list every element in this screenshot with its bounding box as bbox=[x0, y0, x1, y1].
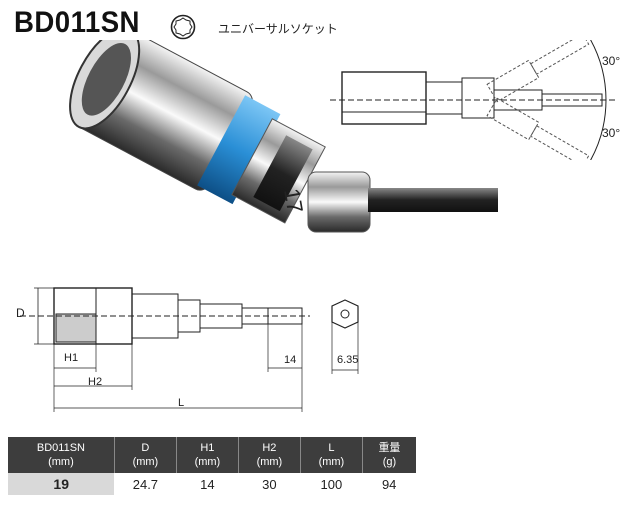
lower-angle-label: 30° bbox=[602, 126, 621, 140]
dim-shank-length-label: 14 bbox=[284, 354, 297, 366]
table-row: 19 24.7 14 30 100 94 bbox=[8, 473, 416, 495]
table-header-cell: 重量 (g) bbox=[362, 437, 416, 473]
dim-d-label: D bbox=[16, 306, 25, 320]
dim-l-label: L bbox=[178, 397, 185, 409]
table-cell: 30 bbox=[262, 476, 277, 492]
spec-table: BD011SN (mm) D (mm) H1 (mm) H2 (mm) L (mm) 重量 (g) 1… bbox=[8, 437, 416, 495]
header-line1: H1 bbox=[200, 442, 215, 454]
header-line1: D bbox=[141, 442, 150, 454]
dim-h1-label: H1 bbox=[64, 352, 79, 364]
table-header-cell: H2 (mm) bbox=[238, 437, 301, 473]
table-header-cell: H1 (mm) bbox=[176, 437, 239, 473]
table-header-cell: BD011SN (mm) bbox=[8, 437, 115, 473]
photo-marking: 17 bbox=[279, 187, 308, 215]
header-line2: (mm) bbox=[318, 456, 345, 468]
header-line2: (mm) bbox=[48, 456, 74, 468]
table-cell: 100 bbox=[320, 476, 343, 492]
header-line1: H2 bbox=[262, 442, 277, 454]
upper-angle-label: 30° bbox=[602, 54, 621, 68]
product-type-label: ユニバーサルソケット bbox=[218, 22, 338, 36]
header-line1: 重量 bbox=[378, 442, 401, 454]
table-cell: 24.7 bbox=[132, 476, 159, 492]
dim-h2-label: H2 bbox=[88, 376, 103, 388]
table-cell: 94 bbox=[381, 476, 397, 492]
table-header-cell: D (mm) bbox=[114, 437, 177, 473]
table-cell: 14 bbox=[200, 476, 215, 492]
header-line2: (mm) bbox=[132, 456, 159, 468]
dimension-drawing bbox=[20, 287, 359, 412]
table-header-row: BD011SN (mm) D (mm) H1 (mm) H2 (mm) L (mm) 重量 (g) bbox=[8, 437, 416, 473]
12-point-socket-icon bbox=[170, 14, 196, 40]
header-line2: (mm) bbox=[194, 456, 221, 468]
header-line1: L bbox=[328, 442, 335, 454]
header-line2: (mm) bbox=[256, 456, 283, 468]
table-body: 19 24.7 14 30 100 94 bbox=[8, 473, 416, 495]
header-line2: (g) bbox=[382, 456, 397, 468]
product-title: BD011SN bbox=[14, 6, 140, 39]
swing-angle-diagram bbox=[330, 40, 615, 160]
dim-hex-size-label: 6.35 bbox=[337, 354, 359, 366]
product-photo: 17 bbox=[69, 40, 498, 233]
header-line1: BD011SN bbox=[36, 442, 85, 454]
table-header-cell: L (mm) bbox=[300, 437, 363, 473]
table-cell: 19 bbox=[8, 473, 115, 495]
